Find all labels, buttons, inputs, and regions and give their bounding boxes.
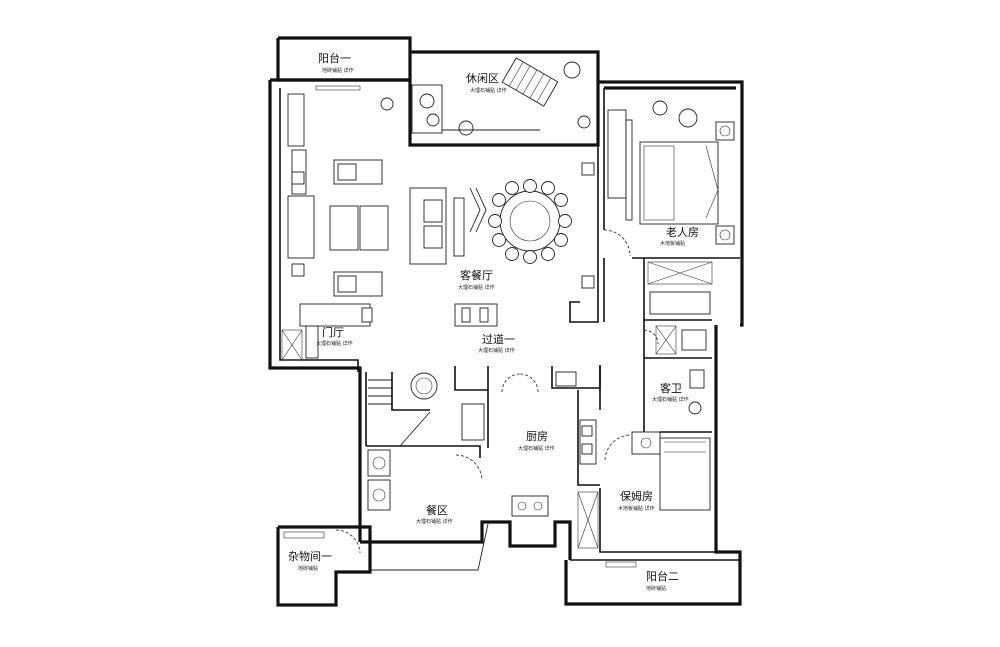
svg-text:客卫: 客卫	[660, 381, 682, 395]
svg-text:大理石铺贴 详作: 大理石铺贴 详作	[458, 284, 495, 291]
label-living: 客餐厅 大理石铺贴 详作	[458, 268, 495, 291]
balcony2-fixtures	[605, 561, 637, 568]
door-swings	[335, 229, 659, 554]
label-laundry: 餐区 大理石铺贴 详作	[416, 503, 453, 525]
svg-text:地砖铺贴: 地砖铺贴	[646, 585, 666, 592]
nanny-furniture	[577, 431, 711, 549]
svg-text:大理石铺贴 详作: 大理石铺贴 详作	[470, 87, 507, 94]
interior-walls	[279, 88, 740, 561]
svg-text:木地板铺贴 详作: 木地板铺贴 详作	[618, 505, 655, 512]
guest-bath-fixtures	[647, 261, 713, 415]
storage-fixtures	[283, 531, 325, 539]
svg-text:过道一: 过道一	[482, 332, 515, 346]
outer-walls	[268, 36, 744, 607]
svg-text:阳台一: 阳台一	[318, 51, 351, 65]
svg-text:地砖铺贴 详作: 地砖铺贴 详作	[322, 67, 354, 74]
label-leisure: 休闲区 大理石铺贴 详作	[466, 71, 507, 94]
label-balcony2: 阳台二 地砖铺贴	[646, 569, 679, 592]
svg-text:客餐厅: 客餐厅	[460, 268, 493, 282]
label-hall: 过道一 大理石铺贴 详作	[478, 332, 515, 354]
leisure-furniture	[380, 57, 591, 136]
svg-text:老人房: 老人房	[666, 226, 699, 239]
svg-text:大理石铺贴 详作: 大理石铺贴 详作	[416, 518, 453, 525]
balcony1-fixtures	[315, 85, 361, 91]
kitchen-fixtures	[461, 371, 597, 517]
foyer-fixtures	[281, 325, 438, 447]
svg-text:木地板铺贴: 木地板铺贴	[660, 240, 685, 247]
label-guest-bath: 客卫 大理石铺贴 详作	[652, 381, 689, 403]
label-balcony1: 阳台一 地砖铺贴 详作	[318, 51, 354, 74]
elder-furniture	[607, 100, 735, 245]
label-storage: 杂物间一 地砖铺贴	[288, 549, 332, 572]
svg-text:大理石铺贴 详作: 大理石铺贴 详作	[478, 347, 515, 354]
svg-text:杂物间一: 杂物间一	[288, 549, 332, 563]
svg-text:门厅: 门厅	[322, 325, 344, 339]
svg-text:大理石铺贴 详作: 大理石铺贴 详作	[316, 340, 353, 347]
label-nanny: 保姆房 木地板铺贴 详作	[618, 489, 655, 512]
label-elder: 老人房 木地板铺贴	[660, 226, 699, 247]
label-kitchen: 厨房 大理石铺贴 详作	[518, 430, 555, 452]
svg-text:厨房: 厨房	[526, 430, 548, 443]
svg-text:休闲区: 休闲区	[466, 71, 499, 85]
svg-text:大理石铺贴 详作: 大理石铺贴 详作	[652, 396, 689, 403]
living-furniture	[287, 93, 595, 327]
svg-text:地砖铺贴: 地砖铺贴	[298, 565, 318, 572]
label-foyer: 门厅 大理石铺贴 详作	[316, 325, 353, 347]
room-labels: 阳台一 地砖铺贴 详作 休闲区 大理石铺贴 详作 客餐厅 大理石铺贴 详作 老人…	[288, 51, 699, 592]
svg-text:保姆房: 保姆房	[620, 489, 653, 503]
laundry-fixtures	[367, 449, 489, 571]
svg-text:阳台二: 阳台二	[646, 569, 679, 583]
svg-text:大理石铺贴 详作: 大理石铺贴 详作	[518, 445, 555, 452]
svg-text:餐区: 餐区	[426, 503, 448, 517]
